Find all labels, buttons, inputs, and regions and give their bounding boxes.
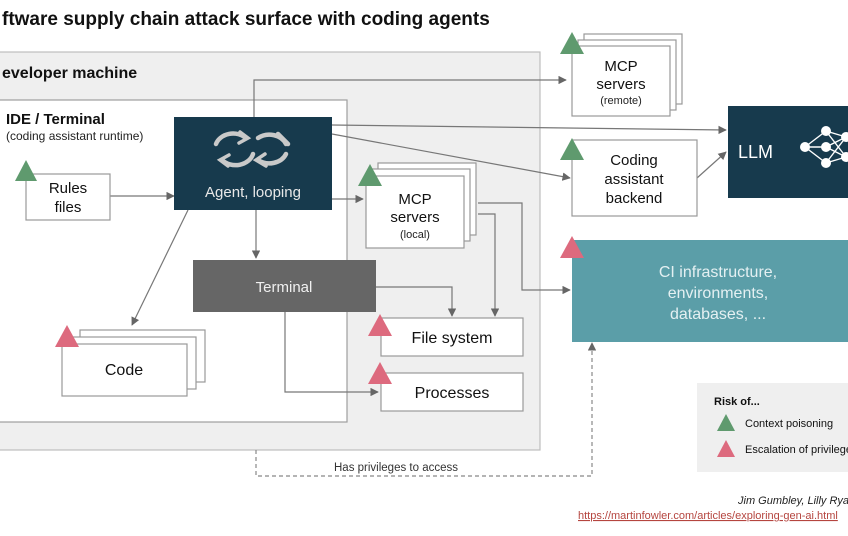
arrow-terminal-to-file-system xyxy=(376,286,457,317)
credit-url[interactable]: https://martinfowler.com/articles/explor… xyxy=(578,510,838,522)
terminal-box: Terminal xyxy=(193,260,376,312)
escalation-marker xyxy=(55,325,79,347)
ide-terminal-sublabel: (coding assistant runtime) xyxy=(6,129,143,143)
escalation-marker xyxy=(560,236,584,258)
legend-green-triangle xyxy=(717,414,735,431)
legend: Risk of... Context poisoning Escalation … xyxy=(697,383,848,472)
context-poisoning-marker xyxy=(358,164,382,186)
arrow-agent-to-llm xyxy=(331,124,727,135)
ci-line2: environments, xyxy=(668,285,769,302)
backend-line2: assistant xyxy=(604,171,664,188)
file-system-label: File system xyxy=(412,330,493,347)
mcp-remote-line1: MCP xyxy=(604,58,637,75)
terminal-label: Terminal xyxy=(256,279,313,296)
credit-authors: Jim Gumbley, Lilly Ryan xyxy=(737,495,848,507)
mcp-remote-sub: (remote) xyxy=(600,95,642,107)
mcp-local-box: MCP servers (local) xyxy=(358,162,477,249)
mcp-remote-line2: servers xyxy=(596,76,645,93)
rules-files-line2: files xyxy=(55,199,82,216)
mcp-local-sub: (local) xyxy=(400,229,430,241)
context-poisoning-marker xyxy=(560,138,584,160)
escalation-marker xyxy=(368,314,392,336)
legend-item-escalation: Escalation of privileges xyxy=(745,444,848,456)
mcp-local-line2: servers xyxy=(390,209,439,226)
diagram-title: ftware supply chain attack surface with … xyxy=(2,9,490,30)
code-label: Code xyxy=(105,362,143,379)
privileges-label-bg xyxy=(326,458,466,474)
agent-box: Agent, looping xyxy=(174,117,332,210)
ci-line1: CI infrastructure, xyxy=(659,264,777,281)
backend-line3: backend xyxy=(606,190,663,207)
privileges-dashed-arrow xyxy=(255,342,597,477)
developer-machine-label: eveloper machine xyxy=(2,65,137,82)
context-poisoning-marker xyxy=(15,160,37,181)
arrow-mcp-local-to-file-system xyxy=(478,213,500,317)
ide-terminal-label: IDE / Terminal xyxy=(6,111,105,128)
ci-infrastructure-box: CI infrastructure, environments, databas… xyxy=(560,236,848,342)
rules-files-box: Rules files xyxy=(15,160,111,221)
loop-arrows-icon xyxy=(213,130,291,168)
arrow-agent-to-code xyxy=(131,209,189,326)
mcp-remote-box: MCP servers (remote) xyxy=(560,32,683,117)
rules-files-line1: Rules xyxy=(49,180,87,197)
arrow-terminal-to-processes xyxy=(284,312,379,397)
agent-label: Agent, looping xyxy=(205,184,301,201)
context-poisoning-marker xyxy=(560,32,584,54)
arrow-backend-to-llm xyxy=(696,151,727,179)
mcp-local-line1: MCP xyxy=(398,191,431,208)
backend-box: Coding assistant backend xyxy=(560,138,698,217)
ci-line3: databases, ... xyxy=(670,306,766,323)
llm-label: LLM xyxy=(738,142,773,162)
neural-network-icon xyxy=(800,126,848,168)
processes-label: Processes xyxy=(415,385,490,402)
legend-item-context-poisoning: Context poisoning xyxy=(745,418,833,430)
llm-box: LLM xyxy=(728,106,848,198)
arrow-agent-to-mcp-remote xyxy=(253,75,567,117)
arrow-agent-to-backend xyxy=(331,133,571,181)
legend-red-triangle xyxy=(717,440,735,457)
processes-box: Processes xyxy=(368,362,524,412)
code-box: Code xyxy=(55,325,206,397)
file-system-box: File system xyxy=(368,314,524,357)
connectors xyxy=(110,75,727,397)
privileges-label: Has privileges to access xyxy=(334,462,458,474)
legend-title: Risk of... xyxy=(714,396,760,408)
backend-line1: Coding xyxy=(610,152,658,169)
escalation-marker xyxy=(368,362,392,384)
arrow-mcp-local-to-ci xyxy=(478,202,571,295)
